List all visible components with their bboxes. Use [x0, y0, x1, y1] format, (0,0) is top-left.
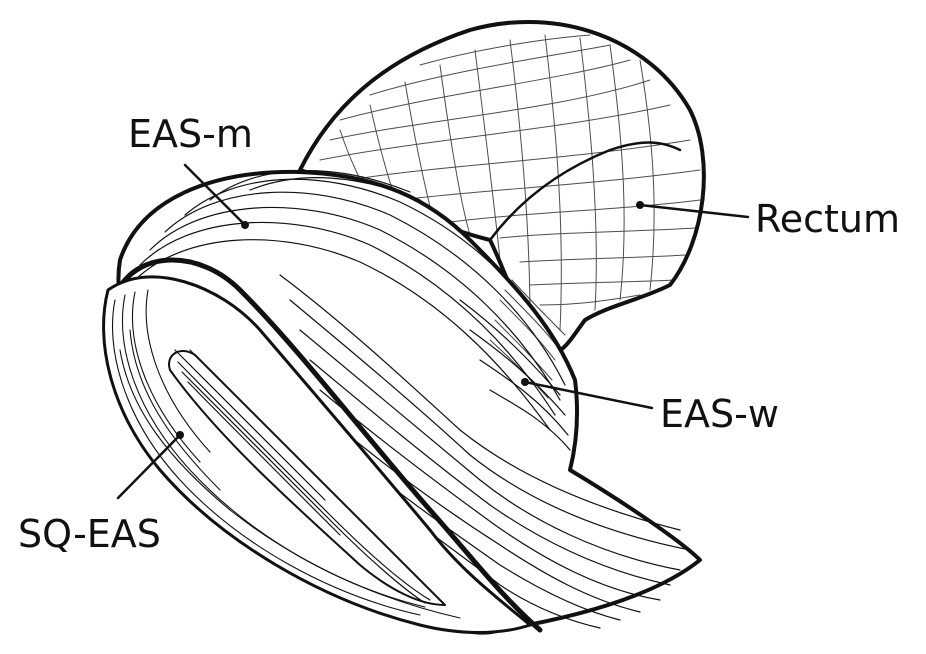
label-rectum: Rectum	[755, 200, 900, 238]
label-eas-w: EAS-w	[660, 395, 779, 433]
label-sq-eas: SQ-EAS	[18, 515, 161, 553]
label-eas-m: EAS-m	[128, 115, 253, 153]
leader-dot-rectum	[636, 201, 644, 209]
leader-dot-sq-eas	[176, 431, 184, 439]
leader-dot-eas-m	[241, 221, 249, 229]
leader-dot-eas-w	[521, 378, 529, 386]
